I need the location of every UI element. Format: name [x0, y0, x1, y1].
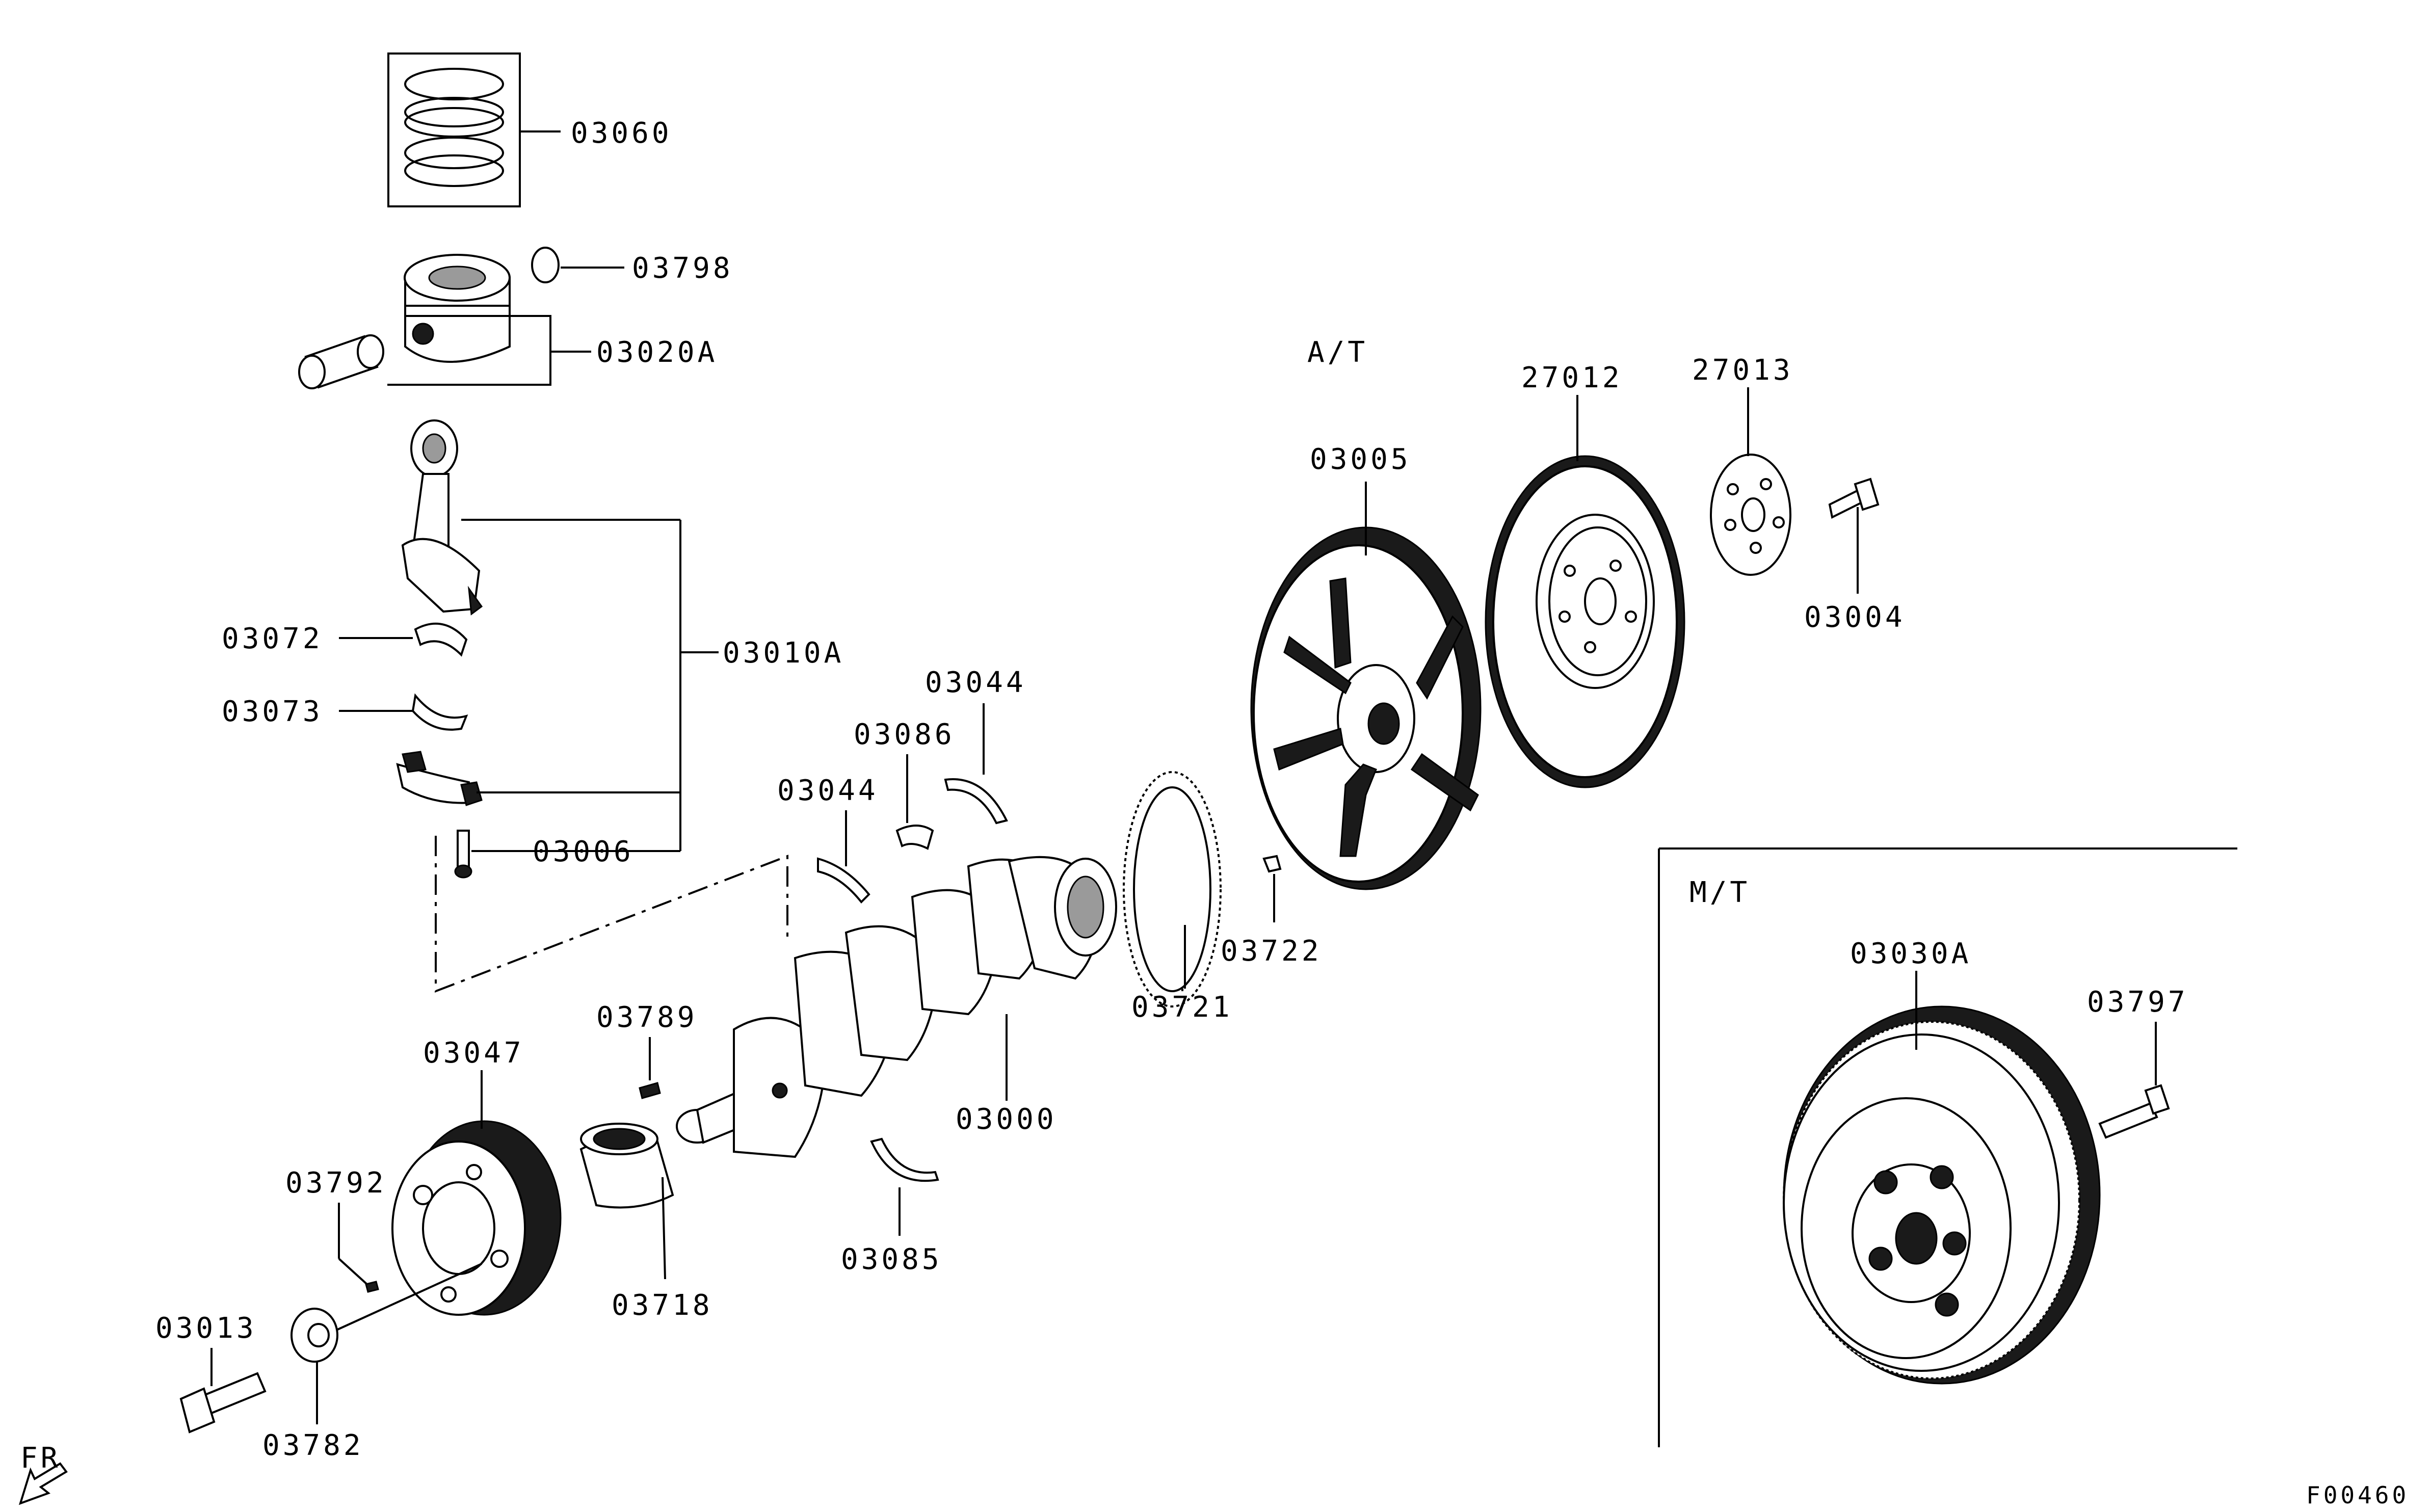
callout-03030A: 03030A	[1850, 937, 1971, 970]
callout-03792: 03792	[285, 1166, 387, 1200]
callout-03004: 03004	[1804, 601, 1906, 634]
callout-03086: 03086	[854, 718, 955, 751]
callout-03722: 03722	[1221, 935, 1322, 968]
callout-27012: 27012	[1521, 361, 1623, 394]
callout-03718: 03718	[612, 1289, 713, 1322]
callout-03020A: 03020A	[596, 336, 718, 369]
piston-assembly	[298, 247, 624, 389]
front-direction-label: FR	[20, 1442, 61, 1475]
figure-number: F00460	[2306, 1481, 2409, 1509]
callout-03797: 03797	[2087, 986, 2188, 1019]
mt-section	[1658, 847, 2237, 1447]
callout-03005: 03005	[1310, 443, 1411, 476]
thrust-bearings	[817, 703, 1008, 1236]
callout-27013: 27013	[1692, 354, 1793, 387]
callout-03789: 03789	[596, 1001, 698, 1034]
piston-rings	[387, 52, 561, 207]
at-section	[1123, 387, 1880, 1007]
crank-pulley	[179, 1070, 674, 1434]
callout-03013: 03013	[155, 1312, 257, 1345]
callout-03072: 03072	[222, 622, 323, 655]
callout-03085: 03085	[841, 1243, 942, 1276]
callout-03006: 03006	[533, 835, 634, 868]
arrow-down-left-icon	[18, 1462, 68, 1505]
crankshaft	[639, 856, 1117, 1158]
callout-03798: 03798	[632, 252, 733, 285]
connecting-rod	[339, 419, 788, 993]
at-section-label: A/T	[1307, 336, 1368, 369]
mt-section-label: M/T	[1689, 876, 1750, 909]
callout-03073: 03073	[222, 695, 323, 728]
callout-03721: 03721	[1131, 991, 1233, 1024]
callout-03044-right: 03044	[925, 666, 1026, 699]
callout-03047: 03047	[423, 1037, 524, 1070]
callout-03044-left: 03044	[777, 774, 879, 807]
callout-03060: 03060	[571, 117, 672, 150]
callout-03782: 03782	[262, 1429, 364, 1462]
callout-03010A: 03010A	[723, 636, 844, 670]
callout-03000: 03000	[956, 1103, 1057, 1136]
